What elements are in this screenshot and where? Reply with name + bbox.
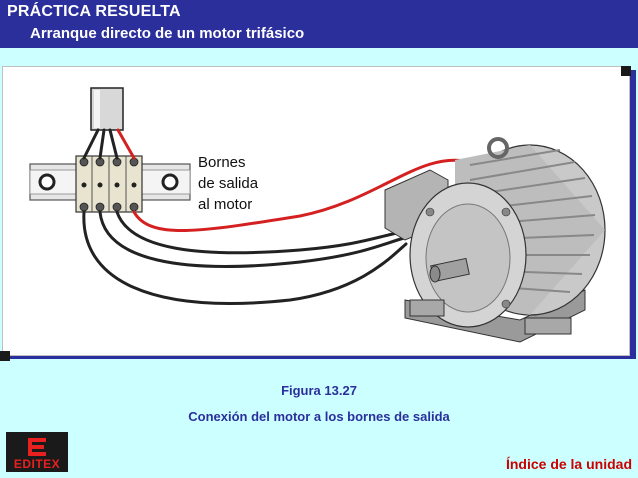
editex-logo-icon: EDITEX <box>6 432 68 472</box>
label-line-3: al motor <box>198 196 252 213</box>
slide-subtitle: Arranque directo de un motor trifásico <box>30 25 305 42</box>
cable-gland <box>90 87 124 131</box>
input-wires <box>82 128 136 160</box>
figure-number: Figura 13.27 <box>281 383 357 398</box>
unit-index-link[interactable]: Índice de la unidad <box>505 456 632 472</box>
terminal-block <box>75 155 143 213</box>
terminals-label: Bornes de salida al motor <box>198 154 259 213</box>
three-phase-motor <box>384 137 606 343</box>
logo-mark <box>28 438 46 456</box>
header-divider <box>0 48 638 66</box>
output-wires <box>82 158 472 305</box>
frame-corner-bottom-left <box>0 351 10 361</box>
frame-corner-top-right <box>621 66 631 76</box>
slide-header: PRÁCTICA RESUELTA Arranque directo de un… <box>0 0 638 48</box>
figure-caption: Conexión del motor a los bornes de salid… <box>188 409 450 424</box>
label-line-1: Bornes <box>198 154 246 171</box>
label-line-2: de salida <box>198 175 259 192</box>
slide-title: PRÁCTICA RESUELTA <box>7 3 181 20</box>
logo-text: EDITEX <box>13 457 61 471</box>
